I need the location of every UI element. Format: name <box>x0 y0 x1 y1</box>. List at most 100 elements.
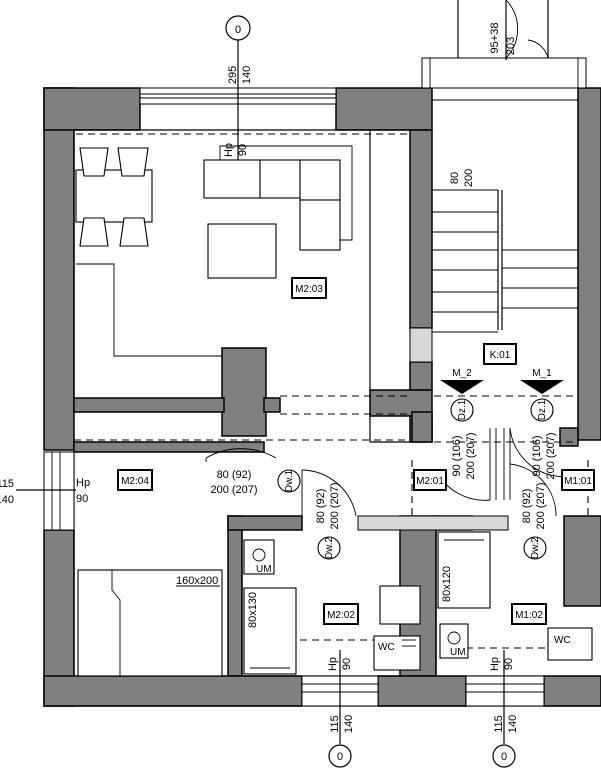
room-tag-hall-m2: M2:01 <box>413 469 447 491</box>
room-tag-hall-m2-text: M2:01 <box>416 476 444 487</box>
door-dz1-m1-width: 90 (106) <box>531 436 543 477</box>
room-tag-bath-m2: M2:02 <box>323 603 359 625</box>
wall-bath-top-left <box>227 515 303 531</box>
window-bottom-right-ref: 0 <box>501 751 507 763</box>
corridor-sill <box>357 515 509 531</box>
door-dz1-m1: Dz.1 90 (106) 200 (207) <box>503 398 573 500</box>
section-marker-m2: M_2 <box>440 368 484 394</box>
um-m2: UM <box>256 564 272 575</box>
window-bottom-right-hp-value: 90 <box>503 658 515 670</box>
living-furniture: Hp 90 <box>75 143 353 357</box>
door-dw2-m1: Dw.2 80 (92) 200 (207) <box>509 463 557 560</box>
wc-m1-label: WC <box>554 635 571 646</box>
wall-m2-hall-stub <box>411 411 433 443</box>
door-dz1-m2: Dz.1 90 (106) 200 (207) <box>435 398 497 501</box>
walls <box>43 87 601 707</box>
section-m2-label: M_2 <box>452 368 472 379</box>
room-tag-living: M2:03 <box>291 277 327 299</box>
stairs-height: 200 <box>463 169 475 187</box>
door-dw2-m2: Dw.2 80 (92) 200 (207) <box>301 469 357 560</box>
door-dz1-m2-tag-circle <box>450 398 474 422</box>
wall-bottom-left <box>43 675 303 707</box>
bed <box>77 569 223 677</box>
wall-m1-hall-stub <box>559 427 579 447</box>
window-left: 115 140 Hp 90 <box>0 451 90 531</box>
bath-m1-tub-size: 80x120 <box>441 566 453 602</box>
door-dz1-m2-height: 200 (207) <box>465 432 477 479</box>
door-dz1-m2-tag: Dz.1 <box>457 399 468 420</box>
dashed-lines <box>74 133 589 649</box>
window-bottom-left: 0 115 140 Hp 90 <box>301 650 379 768</box>
chair <box>79 147 109 177</box>
wall-stair-left <box>409 129 433 329</box>
room-tag-bedroom-text: M2:04 <box>121 476 149 487</box>
window-bottom-left-width: 140 <box>343 715 355 733</box>
sofa-seat <box>259 159 301 199</box>
window-bottom-right-ref-circle <box>492 744 516 768</box>
room-tag-bath-m1-text: M1:02 <box>515 610 543 621</box>
door-dz1-m2-width: 90 (106) <box>451 436 463 477</box>
section-m1-label: M_1 <box>532 368 552 379</box>
window-bottom-left-hp-value: 90 <box>341 658 353 670</box>
room-tag-living-text: M2:03 <box>295 284 323 295</box>
wall-stair-left-lower <box>409 361 433 391</box>
wall-stair-gap <box>409 327 433 363</box>
door-dw1-width: 80 (92) <box>217 469 252 481</box>
wall-bedroom-top <box>73 441 265 453</box>
window-top-right: 95+38 203 <box>421 0 587 89</box>
chair <box>79 217 109 247</box>
door-dz1-m1-tag-circle <box>530 398 554 422</box>
section-marker-m1: M_1 <box>520 368 564 394</box>
sofa-seat <box>203 159 261 199</box>
wall-bath-left <box>227 515 243 677</box>
door-dw2-m1-width: 80 (92) <box>521 489 533 524</box>
dining-table <box>75 169 153 223</box>
um-m1: UM <box>450 647 466 658</box>
bath-m1-fixtures: 80x120 UM WC <box>437 531 593 661</box>
window-bottom-right-hp-label: Hp <box>489 657 501 671</box>
window-bottom-left-hp-label: Hp <box>327 657 339 671</box>
bedroom-furniture: 160x200 <box>77 569 223 677</box>
window-left-hp-value: 90 <box>76 493 88 505</box>
wall-living-bedroom <box>73 397 225 413</box>
door-dw2-m1-tag-circle <box>523 536 547 560</box>
coffee-table <box>207 223 277 279</box>
living-hp-value: 90 <box>237 144 249 156</box>
wc-m1 <box>547 627 593 661</box>
window-left-width: 140 <box>0 494 14 506</box>
door-dw2-m1-tag: Dw.2 <box>530 536 541 559</box>
room-tag-bath-m1: M1:02 <box>511 603 547 625</box>
window-top-sill: 295 <box>227 66 239 84</box>
wall-right-upper <box>577 87 601 441</box>
door-dw2-m2-width: 80 (92) <box>315 489 327 524</box>
door-dz1-m1-tag: Dz.1 <box>537 399 548 420</box>
door-dw2-m2-tag-circle <box>317 536 341 560</box>
wall-top-right <box>335 87 433 131</box>
window-top-ref-circle <box>225 15 251 41</box>
wall-pillar <box>221 347 267 437</box>
door-dw1-tag: Dw.1 <box>284 469 295 492</box>
door-dw1-height: 200 (207) <box>210 484 257 496</box>
wc-m2-label: WC <box>378 642 395 653</box>
window-top: 0 295 140 <box>139 15 337 160</box>
washing-machine-m1 <box>439 623 469 659</box>
window-left-sill: 115 <box>0 478 14 490</box>
window-bottom-right-sill: 115 <box>493 715 505 733</box>
window-bottom-left-sill: 115 <box>329 715 341 733</box>
window-top-width: 140 <box>241 66 253 84</box>
door-dz1-m1-height: 200 (207) <box>545 432 557 479</box>
wall-top-left <box>43 87 141 131</box>
bed-size: 160x200 <box>176 575 218 587</box>
door-dw2-m2-tag: Dw.2 <box>324 536 335 559</box>
room-tag-hall-m1-text: M1:01 <box>564 476 592 487</box>
wall-bottom-right <box>543 675 601 707</box>
room-tag-bath-m2-text: M2:02 <box>327 610 355 621</box>
stairs-width: 80 <box>449 172 461 184</box>
sofa-chaise <box>299 199 341 251</box>
room-tag-stair: K:01 <box>483 343 517 365</box>
sofa-corner <box>299 159 341 201</box>
door-dw1: Dw.1 80 (92) 200 (207) <box>205 448 301 496</box>
window-left-hp-label: Hp <box>76 477 90 489</box>
window-top-ref: 0 <box>235 24 241 36</box>
